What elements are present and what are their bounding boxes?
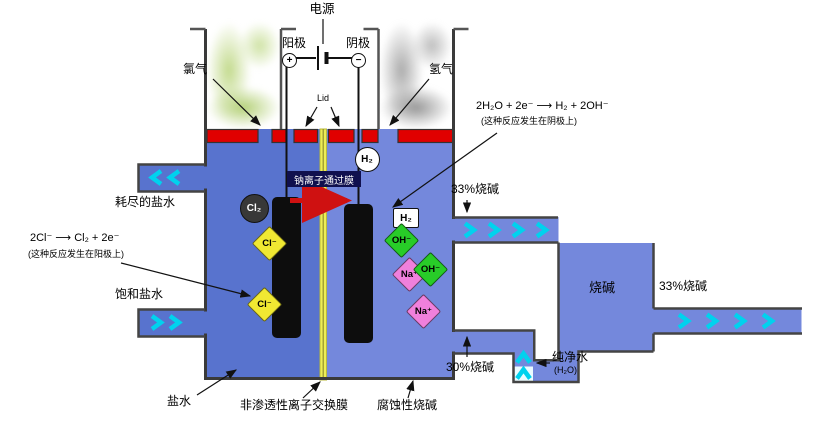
leader-arrows (120, 78, 550, 399)
caustic-30-label: 30%烧碱 (446, 360, 495, 374)
chlorine-gas-arrow (212, 78, 261, 126)
chlorine-gas-cloud (207, 22, 280, 129)
brine-label: 盐水 (167, 394, 192, 408)
hydrogen-gas-label: 氢气 (428, 62, 454, 76)
anode-reaction-formula: 2Cl⁻ ⟶ Cl₂ + 2e⁻ (30, 232, 120, 244)
h2-marker-mid: H₂ (393, 208, 419, 228)
wall-opening-patches (202, 166, 457, 352)
membrane-name-label: 非渗透性离子交换膜 (240, 398, 349, 412)
membrane-arrow (302, 381, 321, 399)
h2-marker-top: H₂ (354, 146, 380, 172)
flow-chevrons (148, 169, 776, 380)
lid-label: Lid (316, 93, 330, 103)
cathode-electrode (344, 204, 373, 343)
pure-water-formula: (H₂O) (554, 365, 577, 375)
pipe-outlines (137, 163, 802, 384)
cathode-reaction-arrow (392, 132, 498, 208)
sodium-through-membrane-tag: 钠离子通过膜 (287, 171, 361, 187)
cathode-reaction-formula: 2H₂O + 2e⁻ ⟶ H₂ + 2OH⁻ (476, 100, 609, 112)
ion-exchange-membrane (319, 128, 327, 381)
caustic-33-right-label: 33%烧碱 (659, 279, 708, 293)
lid-right-arrow (330, 106, 340, 128)
pure-water-label: 纯净水 (552, 350, 589, 364)
anode-electrode (272, 197, 301, 338)
anode-reaction-note: (这种反应发生在阳极上) (28, 249, 124, 259)
anode-reaction-arrow (120, 262, 252, 298)
cathode-minus-terminal: − (351, 53, 366, 68)
caustic-tank-label: 烧碱 (588, 280, 616, 295)
cathode-reaction-note: (这种反应发生在阴极上) (481, 116, 577, 126)
chlorine-gas-label: 氯气 (182, 62, 208, 76)
cl2-marker: Cl₂ (239, 193, 269, 223)
gas-duct-walls (190, 27, 469, 129)
hydrogen-gas-arrow (389, 78, 430, 126)
caustic-33-mid-label: 33%烧碱 (451, 182, 500, 196)
cell-lid (206, 128, 454, 144)
corrosive-caustic-label: 腐蚀性烧碱 (377, 398, 438, 412)
brine-arrow (196, 369, 238, 396)
anode-label: 阳极 (281, 36, 307, 50)
power-label: 电源 (309, 2, 335, 16)
liquid-fills (138, 129, 802, 383)
lid-left-arrow (305, 106, 318, 128)
cathode-label: 阴极 (345, 36, 371, 50)
hydrogen-gas-cloud (380, 22, 452, 129)
saturated-brine-label: 饱和盐水 (115, 287, 164, 301)
corrosive-caustic-arrow (406, 379, 415, 399)
anode-plus-terminal: + (282, 53, 297, 68)
depleted-brine-label: 耗尽的盐水 (115, 195, 176, 209)
